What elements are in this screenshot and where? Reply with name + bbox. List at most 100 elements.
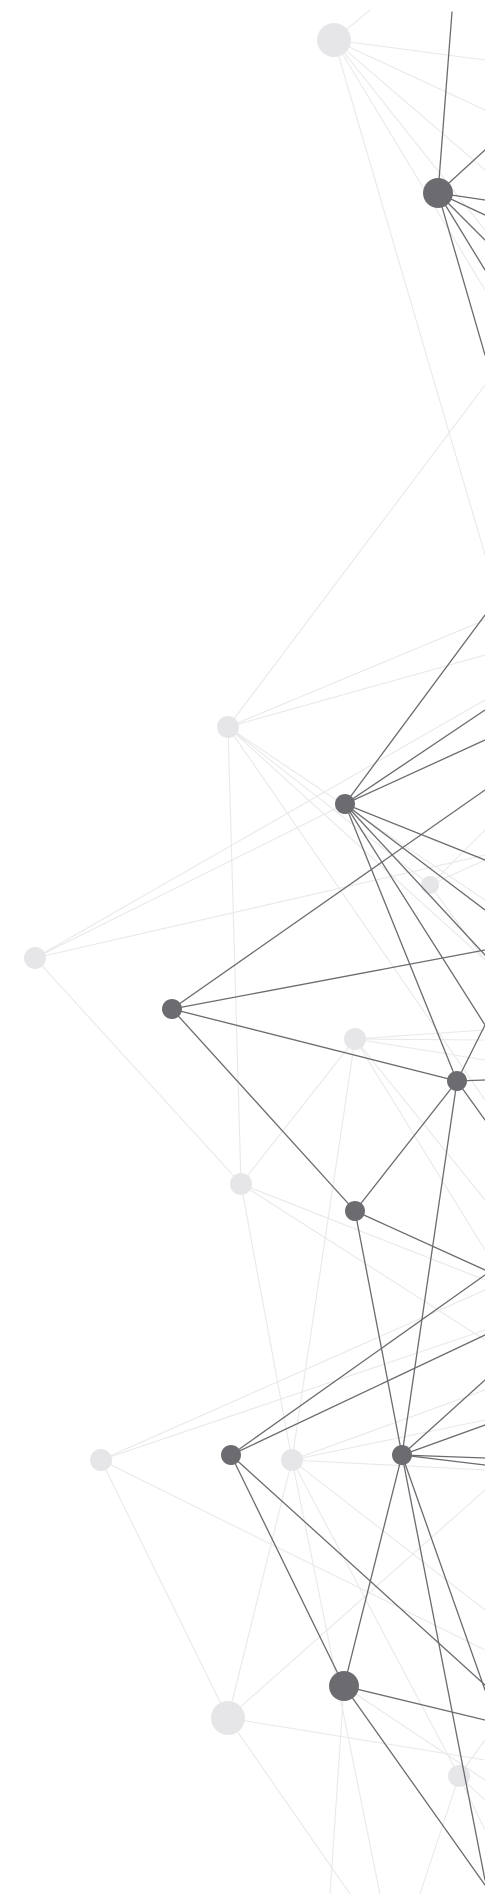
dark-connection-line-30 <box>401 1379 485 1456</box>
dark-connection-line-36 <box>401 1454 485 1881</box>
dark-connection-line-31 <box>401 1424 485 1456</box>
light-connection-line-40 <box>227 1717 485 1761</box>
light-connection-line-18 <box>34 803 346 959</box>
light-connection-line-15 <box>34 854 485 959</box>
dark-connection-line-34 <box>343 1454 403 1687</box>
dark-connection-line-8 <box>344 709 485 805</box>
dark-node-H <box>329 1671 359 1701</box>
light-connection-line-38 <box>291 1459 460 1777</box>
light-connection-line-6 <box>333 39 485 291</box>
light-node-c <box>24 947 46 969</box>
light-connection-line-19 <box>354 1029 485 1040</box>
dark-connection-line-5 <box>437 192 485 271</box>
light-connection-line-24 <box>291 1038 356 1461</box>
light-connection-line-33 <box>291 1419 485 1461</box>
dark-connection-line-17 <box>171 1008 458 1082</box>
dark-connection-line-11 <box>344 803 485 911</box>
light-connection-line-12 <box>227 726 485 961</box>
light-node-g <box>281 1449 303 1471</box>
light-connection-line-47 <box>429 859 485 886</box>
light-connection-line-42 <box>227 1489 485 1719</box>
light-node-f <box>90 1449 112 1471</box>
dark-connection-line-27 <box>230 1334 485 1456</box>
dark-node-D <box>447 1071 467 1091</box>
light-connection-line-28 <box>240 1183 485 1341</box>
dark-connection-line-22 <box>401 1080 458 1456</box>
dark-connection-line-7 <box>344 614 485 805</box>
light-connection-line-10 <box>227 726 431 886</box>
light-connection-line-1 <box>333 39 485 61</box>
light-node-a <box>317 23 351 57</box>
light-connection-line-4 <box>333 39 485 231</box>
dark-node-G <box>392 1445 412 1465</box>
dark-connection-line-35 <box>401 1454 485 1691</box>
light-connection-line-30 <box>100 1329 485 1461</box>
light-connection-line-3 <box>333 39 485 171</box>
dark-connection-line-14 <box>344 803 458 1082</box>
light-connection-line-8 <box>227 619 485 728</box>
dark-connection-line-37 <box>343 1685 485 1721</box>
light-connection-line-36 <box>291 1459 485 1471</box>
light-connection-line-5 <box>333 39 485 556</box>
light-connection-line-21 <box>240 1038 356 1185</box>
light-connection-line-7 <box>227 384 485 728</box>
light-connection-line-32 <box>100 1459 485 1651</box>
light-connection-line-49 <box>429 829 485 886</box>
dark-connection-line-16 <box>171 949 485 1010</box>
light-node-b <box>217 716 239 738</box>
dark-connection-line-32 <box>401 1454 485 1459</box>
dark-connection-line-13 <box>344 803 485 1026</box>
light-connection-line-27 <box>240 1183 485 1281</box>
light-node-d <box>344 1028 366 1050</box>
dark-connection-line-10 <box>344 803 485 861</box>
light-node-e <box>230 1173 252 1195</box>
dark-connection-line-6 <box>437 192 485 356</box>
light-connection-line-35 <box>227 1459 293 1719</box>
light-network-layer <box>24 9 485 1894</box>
dark-connection-line-24 <box>354 1210 485 1271</box>
dark-connection-line-29 <box>230 1454 485 1686</box>
light-connection-line-45 <box>419 1775 460 1894</box>
light-connection-line-41 <box>227 1717 351 1894</box>
dark-network-layer <box>162 11 485 1886</box>
light-node-i <box>448 1765 470 1787</box>
dark-connection-line-28 <box>230 1454 345 1687</box>
dark-node-E <box>345 1201 365 1221</box>
light-connection-line-25 <box>354 1038 485 1041</box>
dark-node-B <box>335 794 355 814</box>
light-connection-line-23 <box>354 1038 485 1251</box>
light-node-j <box>421 876 439 894</box>
light-connection-line-16 <box>34 699 485 959</box>
dark-connection-line-25 <box>354 1210 403 1456</box>
dark-connection-line-26 <box>230 1274 485 1456</box>
light-connection-line-26 <box>240 1183 293 1461</box>
light-connection-line-37 <box>291 1459 485 1611</box>
light-connection-line-22 <box>354 1038 485 1201</box>
light-connection-line-13 <box>227 726 485 1101</box>
dark-connection-line-12 <box>344 803 485 956</box>
dark-connection-line-23 <box>354 1080 458 1212</box>
light-connection-line-51 <box>343 1685 485 1781</box>
dark-connection-line-20 <box>456 1024 485 1082</box>
light-connection-line-20 <box>354 1038 485 1061</box>
light-connection-line-29 <box>100 1289 485 1461</box>
light-connection-line-50 <box>329 1685 345 1894</box>
dark-connection-line-0 <box>437 11 453 194</box>
dark-connection-line-9 <box>344 739 485 805</box>
light-node-h <box>211 1701 245 1735</box>
dark-connection-line-15 <box>171 789 485 1010</box>
light-connection-line-9 <box>227 654 485 728</box>
dark-node-F <box>221 1445 241 1465</box>
dark-connection-line-38 <box>343 1685 485 1886</box>
light-connection-line-17 <box>34 957 242 1185</box>
light-connection-line-48 <box>429 884 485 961</box>
light-connection-line-31 <box>100 1459 229 1719</box>
light-connection-line-34 <box>291 1389 485 1461</box>
light-connection-line-2 <box>333 39 485 111</box>
light-connection-line-14 <box>227 726 242 1185</box>
dark-connection-line-18 <box>171 1008 356 1212</box>
dark-connection-line-33 <box>401 1454 485 1466</box>
dark-node-C <box>162 999 182 1019</box>
dark-node-A <box>423 178 453 208</box>
